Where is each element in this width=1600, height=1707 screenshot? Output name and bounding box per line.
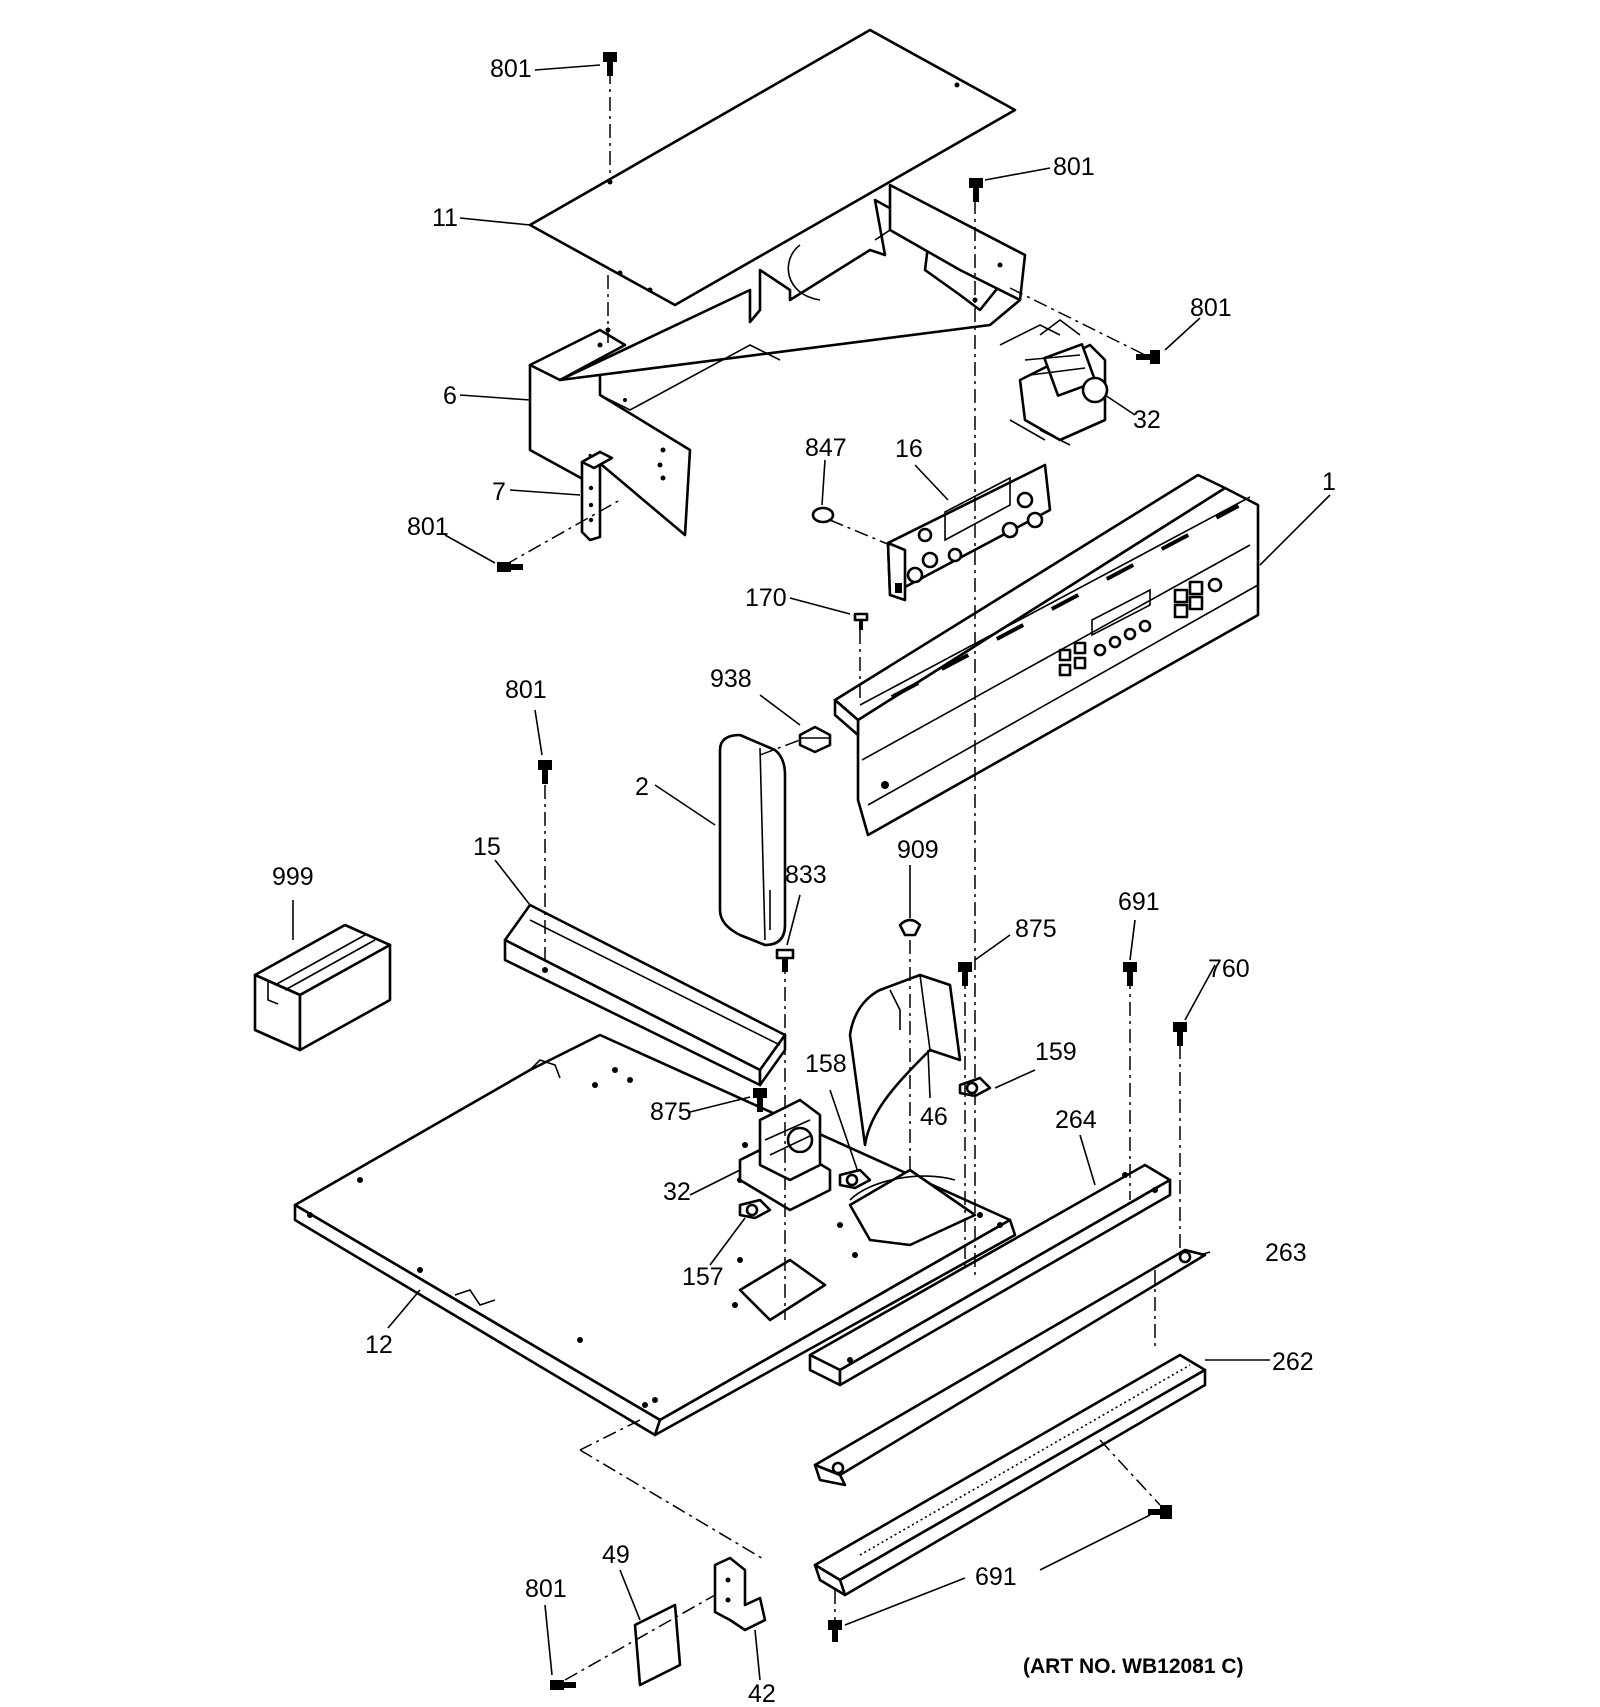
callout-691-bottom: 691 [975,1563,1017,1591]
callout-32-lower: 32 [663,1178,691,1206]
callout-801-top: 801 [490,55,532,83]
callout-12: 12 [365,1331,393,1359]
callout-159: 159 [1035,1038,1077,1066]
callout-42: 42 [748,1680,776,1707]
callout-691-top: 691 [1118,888,1160,916]
trim-part-263 [813,1248,1207,1487]
vent-grille-part-262 [813,1353,1207,1597]
screw-170 [853,612,869,630]
thermostat-part-157 [738,1198,772,1220]
callout-2: 2 [635,773,649,801]
bracket-part-42 [713,1556,767,1632]
callout-264: 264 [1055,1106,1097,1134]
leader-lines [292,64,1331,1681]
callout-999: 999 [272,863,314,891]
thermostat-part-158 [838,1168,872,1190]
callout-1: 1 [1322,468,1336,496]
screw-801-motor [1136,350,1160,364]
callout-158: 158 [805,1050,847,1078]
screw-801-top [603,52,617,76]
callout-875-left: 875 [650,1098,692,1126]
callout-262: 262 [1272,1348,1314,1376]
callout-263: 263 [1265,1239,1307,1267]
screw-833 [775,948,795,972]
screw-875-left [753,1088,767,1112]
deflector-part-46 [848,973,962,1147]
control-board-part-16 [886,463,1052,602]
callout-801-left: 801 [407,513,449,541]
screw-691-top [1123,962,1137,986]
callout-760: 760 [1208,955,1250,983]
callout-875-right: 875 [1015,915,1057,943]
callout-46: 46 [920,1103,948,1131]
top-cover-part-11 [528,28,1017,307]
screw-801-right-top [969,178,983,202]
callout-16: 16 [895,435,923,463]
screw-801-rail [538,760,552,784]
screw-691-bottom [1148,1505,1172,1519]
bottom-pan-part-12 [293,1033,1017,1437]
callout-157: 157 [682,1263,724,1291]
callout-11: 11 [432,204,458,232]
callout-170: 170 [745,584,787,612]
callout-847: 847 [805,434,847,462]
callout-801-rail: 801 [505,676,547,704]
motor-part-32-upper [999,319,1109,446]
screw-875-right [958,962,972,986]
callout-labels: 801 11 6 7 801 801 801 32 847 16 1 170 9… [272,55,1336,1707]
label-plate-part-49 [633,1603,682,1687]
callout-15: 15 [473,833,501,861]
callout-833: 833 [785,861,827,889]
callout-49: 49 [602,1541,630,1569]
small-bracket-part-7 [580,450,614,542]
callout-801-motor: 801 [1190,294,1232,322]
screw-847 [811,506,835,524]
art-number: (ART NO. WB12081 C) [1023,1655,1244,1678]
callout-801-right-top: 801 [1053,153,1095,181]
screw-909 [898,918,922,937]
side-rail-part-15 [503,903,787,1087]
backsplash-panel-part-1 [833,473,1260,837]
thermostat-part-159 [958,1076,992,1098]
clip-part-938 [798,725,832,754]
screw-801-bottom [550,1680,576,1690]
callout-909: 909 [897,836,939,864]
callout-32-upper: 32 [1133,406,1161,434]
screws [497,52,1187,1690]
screw-801-left [497,562,523,572]
carton-part-999 [253,923,392,1052]
screw-691-lower [828,1620,842,1642]
convection-motor-part-32-lower [738,1098,832,1212]
end-cap-part-2 [718,733,787,947]
callout-7: 7 [492,478,506,506]
screw-760 [1173,1022,1187,1046]
rear-bracket-part-6 [528,183,1027,537]
alignment-lines [504,70,1181,1681]
front-rail-part-264 [808,1163,1172,1387]
callout-6: 6 [443,382,457,410]
callout-938: 938 [710,665,752,693]
callout-801-bottom: 801 [525,1575,567,1603]
